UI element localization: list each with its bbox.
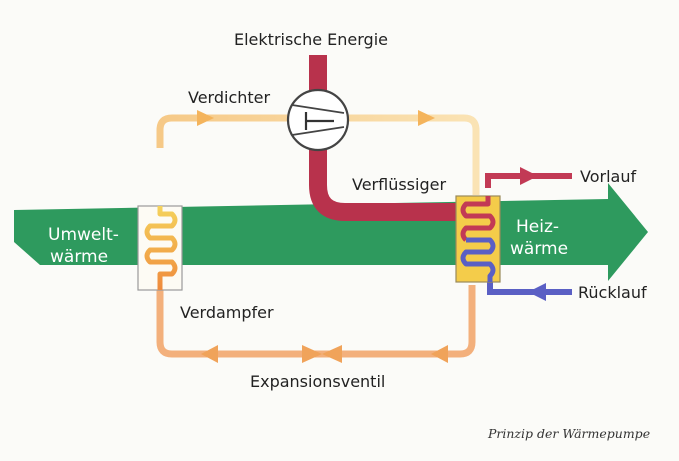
compressor-label: Verdichter bbox=[188, 88, 271, 107]
ambient-heat-label-line1: Umwelt- bbox=[48, 225, 119, 245]
triangle-left-icon bbox=[431, 345, 448, 363]
return-arrow-icon bbox=[528, 283, 546, 301]
condenser-coil-hot bbox=[460, 196, 496, 242]
expansion-valve-icon bbox=[302, 345, 342, 363]
triangle-left-icon bbox=[201, 345, 218, 363]
return-pipe bbox=[487, 278, 572, 295]
electric-energy-label: Elektrische Energie bbox=[234, 30, 388, 49]
return-label: Rücklauf bbox=[578, 283, 647, 302]
expansion-valve-label: Expansionsventil bbox=[250, 372, 385, 391]
figure-caption: Prinzip der Wärmepumpe bbox=[487, 426, 650, 441]
condenser-coil-cold bbox=[460, 237, 496, 282]
electric-energy-pipe bbox=[309, 55, 462, 221]
supply-label: Vorlauf bbox=[580, 167, 636, 186]
supply-arrow-icon bbox=[520, 167, 538, 185]
heating-heat-label-line1: Heiz- bbox=[516, 217, 559, 237]
ambient-heat-label-line2: wärme bbox=[50, 247, 108, 267]
heating-heat-label-line2: wärme bbox=[510, 239, 568, 259]
condenser-label: Verflüssiger bbox=[352, 175, 446, 194]
evaporator-label: Verdampfer bbox=[180, 303, 274, 322]
compressor-symbol-icon bbox=[286, 88, 350, 152]
triangle-right-icon bbox=[418, 110, 435, 126]
triangle-right-icon bbox=[197, 110, 214, 126]
supply-pipe bbox=[485, 173, 572, 188]
evaporator-coil bbox=[144, 206, 178, 290]
